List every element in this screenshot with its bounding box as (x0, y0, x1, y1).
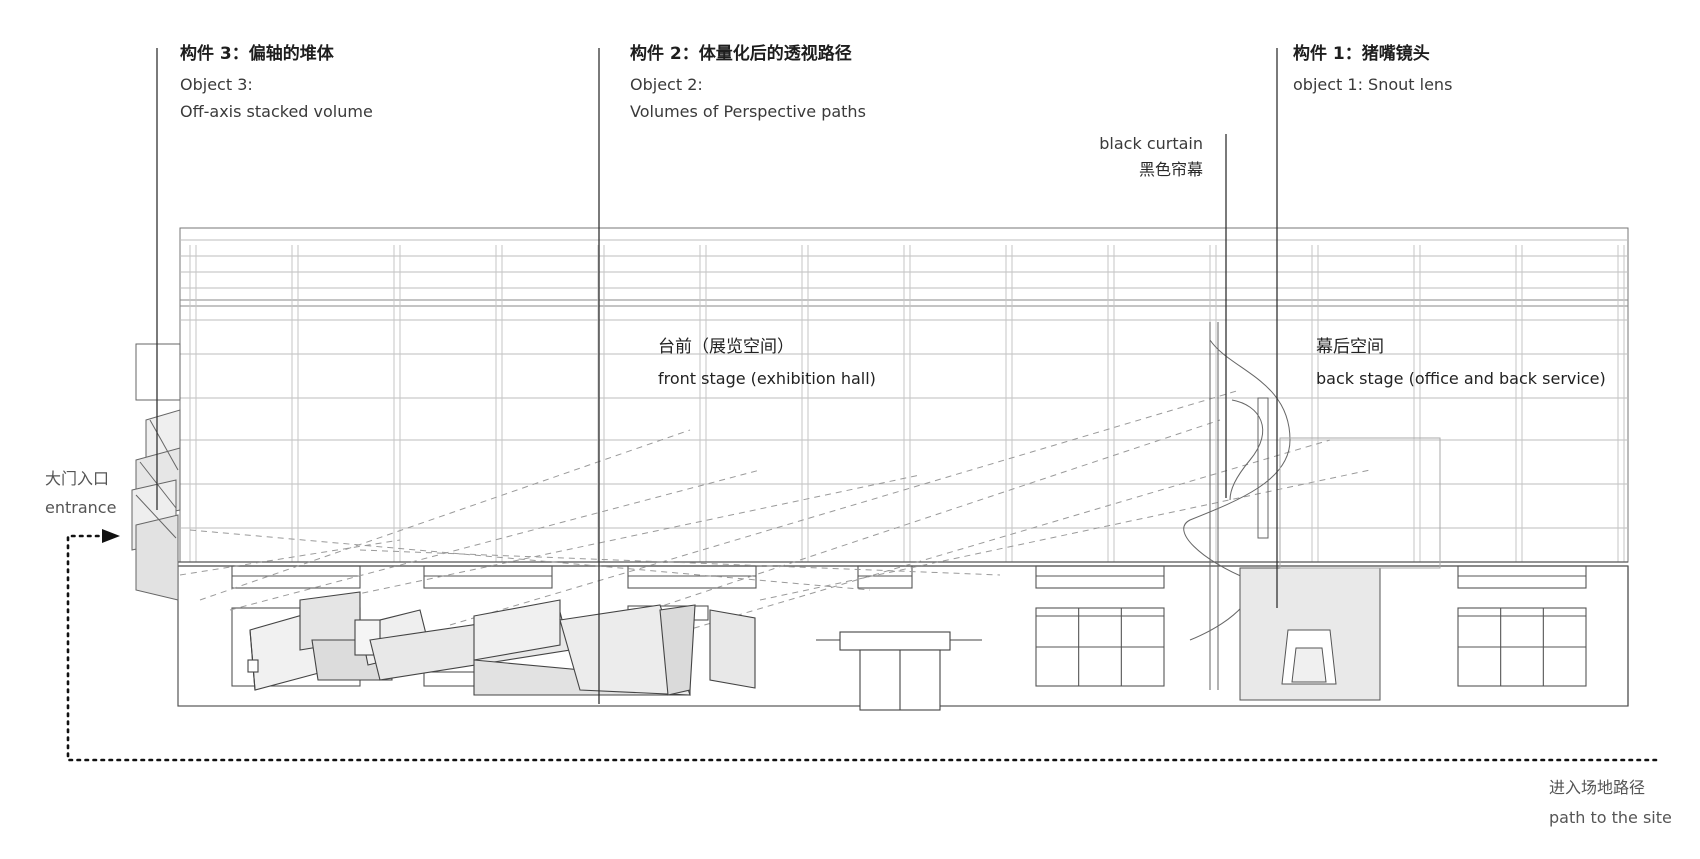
curtain-label-en: black curtain (1099, 134, 1203, 153)
front-stage-label-zh: 台前（展览空间） (658, 337, 794, 357)
entrance-label-zh: 大门入口 (45, 469, 110, 488)
object1-title-zh: 构件 1：猪嘴镜头 (1293, 44, 1430, 64)
transom-window (231, 565, 361, 589)
central-table (816, 631, 982, 711)
transom-window (627, 565, 757, 589)
curtain-label-zh: 黑色帘幕 (1138, 160, 1203, 179)
object2-title-en: Object 2: (630, 75, 703, 94)
transom-window (1457, 565, 1587, 589)
back-stage-room (1239, 437, 1441, 701)
facade-windows (231, 565, 1587, 687)
front-stage-label-en: front stage (exhibition hall) (658, 369, 876, 388)
back-stage-label-en: back stage (office and back service) (1316, 369, 1606, 388)
object1-title-en: object 1: Snout lens (1293, 75, 1453, 94)
transom-window (1035, 565, 1165, 589)
back-stage-label-zh: 幕后空间 (1316, 337, 1384, 357)
object3-desc-en: Off-axis stacked volume (180, 102, 373, 121)
entrance-label-en: entrance (45, 498, 117, 517)
object2-title-zh: 构件 2：体量化后的透视路径 (630, 44, 852, 64)
path-label-en: path to the site (1549, 808, 1672, 827)
transom-window (857, 565, 913, 589)
path-label-zh: 进入场地路径 (1549, 778, 1646, 797)
object2-volumes (247, 591, 756, 696)
object3-title-en: Object 3: (180, 75, 253, 94)
object3-title-zh: 构件 3：偏轴的堆体 (180, 44, 334, 64)
entrance-stair-volumes (131, 343, 181, 601)
transom-window (423, 565, 553, 589)
entrance-arrow-icon (102, 529, 120, 543)
building-columns (189, 245, 1625, 562)
object2-desc-en: Volumes of Perspective paths (630, 102, 866, 121)
site-path (66, 534, 1658, 762)
leader-lines (156, 48, 1278, 704)
